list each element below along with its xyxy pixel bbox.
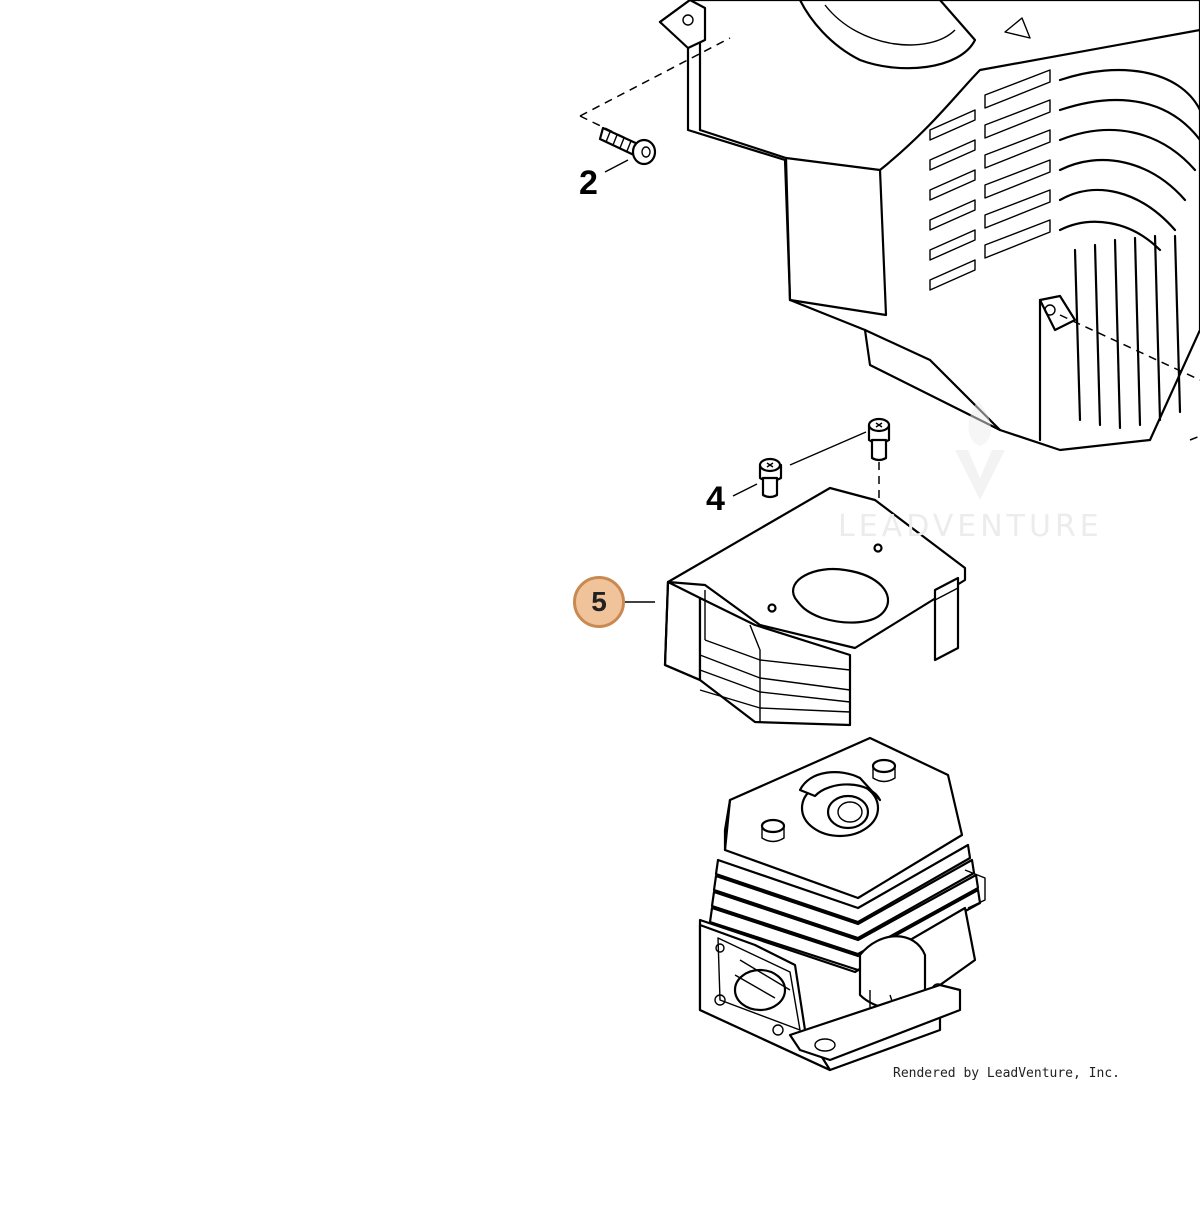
leadventure-watermark-logo bbox=[955, 400, 1005, 500]
callout-number-4[interactable]: 4 bbox=[706, 480, 725, 518]
render-credit: Rendered by LeadVenture, Inc. bbox=[893, 1066, 1120, 1081]
engine-cylinder[interactable] bbox=[698, 736, 986, 1072]
leader-line bbox=[732, 483, 758, 497]
engine-shroud[interactable] bbox=[658, 0, 1200, 452]
watermark-text: LEADVENTURE bbox=[838, 509, 1103, 544]
callout-number-2[interactable]: 2 bbox=[579, 164, 598, 202]
assembly-guide-line bbox=[579, 37, 731, 117]
leader-line bbox=[604, 159, 629, 173]
leader-line bbox=[789, 431, 867, 466]
heat-shield-part-5[interactable] bbox=[663, 486, 967, 727]
screw-part-2[interactable] bbox=[598, 126, 657, 166]
callout-number-5-highlighted[interactable]: 5 bbox=[573, 576, 625, 628]
screw-part-4-left[interactable] bbox=[758, 457, 783, 499]
screw-part-4-right[interactable] bbox=[867, 417, 891, 462]
